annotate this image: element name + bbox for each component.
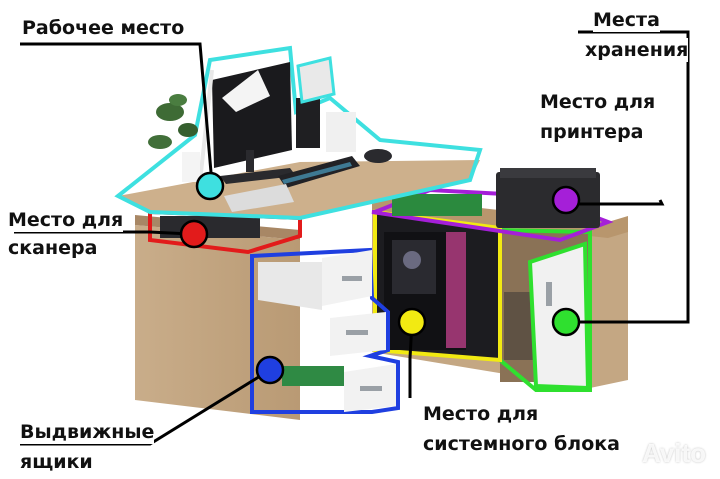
- desktop-surface: [118, 160, 480, 218]
- storage-door-handle: [546, 282, 552, 306]
- pc-case-glass: [446, 232, 466, 348]
- notebook: [224, 184, 294, 212]
- system-unit-marker: [397, 307, 427, 337]
- callout-system-unit-line1: Место для: [423, 402, 539, 426]
- callout-workspace: Рабочее место: [22, 16, 185, 40]
- left-pedestal: [135, 215, 300, 420]
- workspace-marker: [195, 171, 225, 201]
- leader-lines: [14, 30, 690, 446]
- storage-marker: [551, 307, 581, 337]
- callout-drawers-line2: ящики: [20, 450, 93, 474]
- printer-body: [496, 172, 600, 228]
- photo-frame: [296, 56, 336, 104]
- monitor: [212, 62, 292, 168]
- callout-printer-line1: Место для: [540, 90, 656, 114]
- callout-drawers-line1: Выдвижные: [20, 420, 155, 444]
- drawers-marker: [255, 355, 285, 385]
- plant: [148, 94, 200, 182]
- books-on-top: [392, 194, 482, 216]
- callout-scanner-line1: Место для: [8, 208, 124, 232]
- callout-storage-line2: хранения: [585, 38, 689, 62]
- drawer-top: [258, 262, 322, 310]
- printer-marker: [551, 185, 581, 215]
- callout-storage-line1: Места: [593, 8, 660, 32]
- pencil-cup-white: [326, 112, 356, 152]
- scanner-marker: [179, 219, 209, 249]
- avito-watermark: Avito: [641, 438, 706, 468]
- mouse: [364, 149, 392, 163]
- callout-printer-line2: принтера: [540, 120, 644, 144]
- pencil-cup: [296, 98, 320, 148]
- callout-system-unit-line2: системного блока: [423, 432, 620, 456]
- callout-scanner-line2: сканера: [8, 236, 98, 260]
- drawer-books: [282, 366, 344, 386]
